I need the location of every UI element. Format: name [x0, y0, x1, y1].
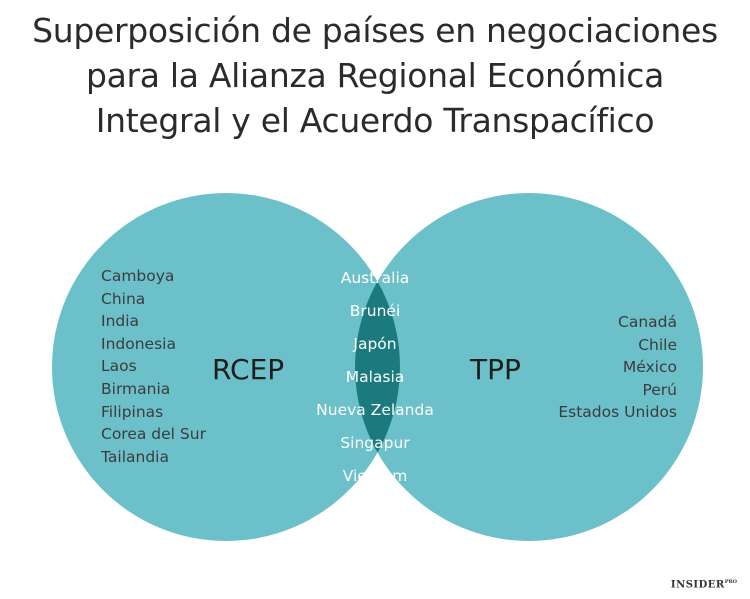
title-line-2: para la Alianza Regional Económica	[85, 56, 665, 95]
tpp-country-list: Canadá Chile México Perú Estados Unidos	[500, 311, 677, 424]
list-item: Nueva Zelanda	[316, 401, 434, 419]
list-item: Australia	[340, 269, 410, 287]
tpp-label: TPP	[470, 353, 521, 386]
list-item: Estados Unidos	[558, 403, 677, 422]
tpp-circle	[355, 193, 703, 541]
list-item: Vietnam	[342, 467, 408, 485]
brand-suffix: PRO	[724, 579, 737, 585]
list-item: Laos	[101, 357, 137, 376]
title-line-3: Integral y el Acuerdo Transpacífico	[95, 101, 655, 140]
list-item: Canadá	[618, 313, 677, 331]
rcep-label: RCEP	[212, 353, 285, 386]
list-item: Tailandia	[101, 447, 169, 466]
list-item: Brunéi	[349, 302, 401, 320]
list-item: Malasia	[345, 368, 405, 386]
list-item: Filipinas	[101, 402, 164, 421]
list-item: Perú	[642, 380, 677, 399]
list-item: India	[101, 312, 140, 331]
brand-name: INSIDER	[670, 579, 725, 591]
chart-title: Superposición de países en negociaciones…	[0, 8, 750, 143]
rcep-country-list: Camboya China India Indonesia Laos Birma…	[101, 265, 206, 468]
list-item: Chile	[638, 335, 677, 354]
list-item: Singapur	[340, 434, 410, 452]
list-item: China	[101, 289, 146, 308]
list-item: México	[622, 358, 677, 377]
overlap-country-list: Australia Brunéi Japón Malasia Nueva Zel…	[300, 262, 450, 493]
title-line-1: Superposición de países en negociaciones	[32, 11, 718, 50]
rcep-circle	[52, 193, 400, 541]
brand-logo: INSIDERPRO	[671, 579, 737, 590]
list-item: Corea del Sur	[101, 425, 206, 444]
list-item: Birmania	[101, 379, 171, 398]
list-item: Camboya	[101, 267, 175, 285]
list-item: Indonesia	[101, 334, 176, 353]
list-item: Japón	[353, 335, 397, 353]
